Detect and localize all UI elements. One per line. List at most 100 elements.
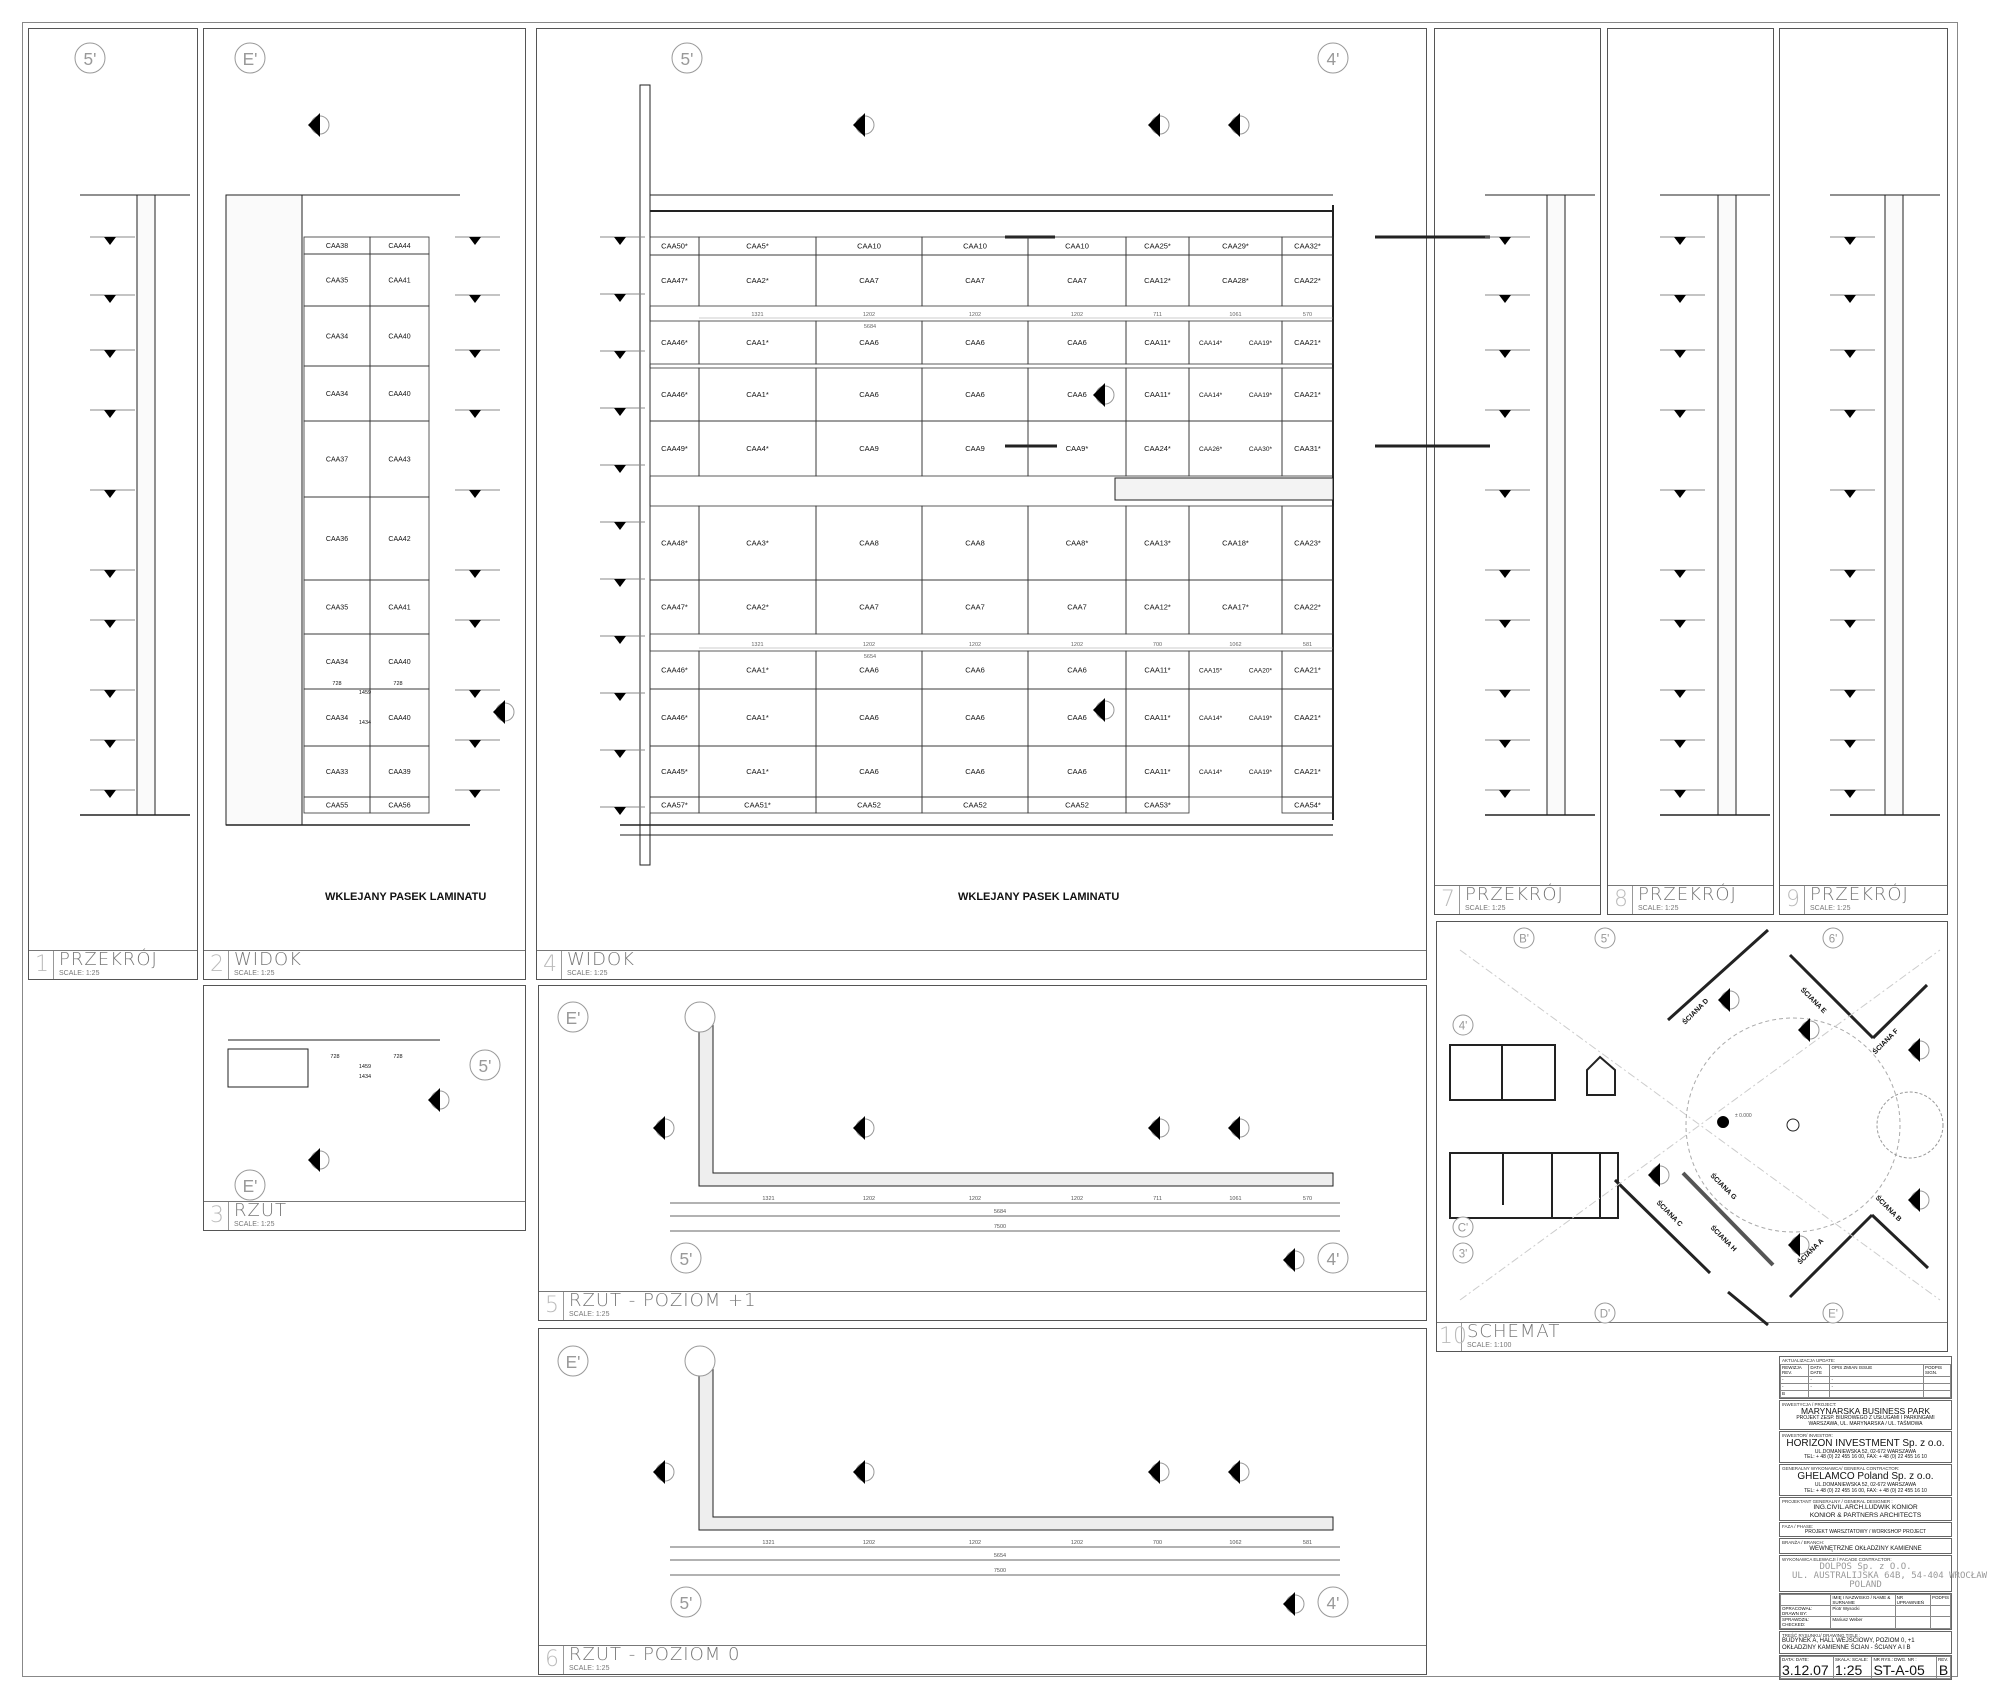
grid-axis-label: 5' [479, 1056, 492, 1076]
dimension-label: 1202 [1071, 642, 1083, 648]
drawing-number-label: NR RYS.: DWG. NR : [1873, 1656, 1917, 1662]
level-marker-icon [90, 619, 135, 628]
grid-axis-label: E' [1828, 1309, 1838, 1321]
section-marker-icon [1228, 1460, 1250, 1484]
grid-axis-label: E' [566, 1008, 581, 1028]
wall-e [1788, 953, 1875, 1040]
panel-title: PRZEKRÓJ [1465, 884, 1564, 905]
panel-code-label: CAA2* [746, 276, 769, 285]
panel-code-label: CAA21* [1294, 767, 1321, 776]
panel-code-label: CAA6 [965, 666, 985, 675]
panel-code-label: CAA6 [859, 666, 879, 675]
level-marker-icon [1485, 789, 1530, 798]
panel-code-label: CAA17* [1222, 603, 1249, 612]
shaft-outline [1586, 1055, 1616, 1096]
contractor-address: UL.DOMANIEWSKA 52, 02-672 WARSZAWA [1814, 1481, 1917, 1488]
investor-label: INWESTOR/ INVESTOR: [1782, 1432, 1833, 1438]
level-marker-icon [90, 409, 135, 418]
panel-code-label: CAA46* [661, 713, 688, 722]
panel-code-label: CAA11* [1144, 767, 1170, 776]
grid-axis-bubble [234, 1169, 266, 1201]
panel-scale: SCALE: 1:25 [569, 1311, 610, 1318]
stone-panel [1281, 579, 1334, 635]
panel-code-label: CAA8* [1066, 539, 1089, 548]
level-marker-icon [455, 689, 500, 698]
panel-code-label: CAA1* [746, 390, 769, 399]
panel-code-label: CAA47* [661, 603, 688, 612]
level-marker-icon [1485, 349, 1530, 358]
section-marker-icon [853, 113, 875, 137]
designer-name: ING.CIVIL.ARCH.LUDWIK KONIOR [1813, 1504, 1918, 1512]
level-marker-icon [1660, 619, 1705, 628]
level-marker-icon [455, 569, 500, 578]
wall-section [225, 194, 303, 826]
panel-code-label: CAA23* [1294, 539, 1321, 548]
panel-code-label: CAA22* [1294, 276, 1321, 285]
dimension-overall: 7500 [994, 1568, 1006, 1574]
panel-code-label: CAA11* [1144, 666, 1170, 675]
wall-section [136, 194, 156, 816]
wall-section-left [639, 84, 651, 866]
panel-code-label: CAA7 [965, 276, 985, 285]
level-marker-icon [1660, 489, 1705, 498]
level-marker-icon [1830, 236, 1875, 245]
grid-axis-bubble [74, 42, 106, 74]
panel-code-label: CAA7 [1067, 276, 1087, 285]
room-block [1449, 1152, 1619, 1219]
panel-code-label: CAA6 [965, 767, 985, 776]
grid-axis-label: 5' [1601, 934, 1610, 946]
panel-code-label: CAA21* [1294, 338, 1321, 347]
wall-a [1788, 1213, 1874, 1299]
section-marker-icon [308, 1148, 330, 1172]
panel-scale: SCALE: 1:25 [569, 1665, 610, 1672]
grid-axis-bubble [1513, 927, 1535, 949]
dimension-label: 1321 [762, 1196, 774, 1202]
level-marker-icon [600, 521, 645, 530]
rev-header: OPIS ZMIAN ISSUE [1829, 1364, 1924, 1377]
panel-code-label: CAA6 [1067, 713, 1087, 722]
panel-code-label: CAA43 [388, 457, 410, 464]
level-marker-icon [1830, 739, 1875, 748]
panel-code-label: CAA57* [661, 801, 688, 810]
level-marker-icon [1830, 409, 1875, 418]
dimension-label: 1321 [751, 312, 763, 318]
grid-axis-bubble [1594, 1302, 1616, 1324]
panel-code-label: CAA19* [1249, 769, 1273, 776]
level-marker-icon [1485, 236, 1530, 245]
section-marker-icon [1148, 113, 1170, 137]
dimension-label: 728 [330, 1054, 339, 1060]
level-marker-icon [455, 409, 500, 418]
panel-code-label: CAA22* [1294, 603, 1321, 612]
panel-code-label: CAA8 [965, 539, 985, 548]
level-marker-icon [90, 569, 135, 578]
view-marker-icon [1908, 1038, 1930, 1062]
level-marker-icon [455, 294, 500, 303]
dimension-label: 1202 [1071, 1540, 1083, 1546]
panel-scale: SCALE: 1:25 [59, 970, 100, 977]
grid-axis-bubble [1452, 1216, 1474, 1238]
floor-slab-section [1114, 477, 1334, 501]
grid-axis-label: 3' [1459, 1249, 1468, 1261]
panel-code-label: CAA14* [1199, 769, 1223, 776]
panel-code-label: CAA9 [965, 444, 985, 453]
scale-label: SKALA: SCALE: [1835, 1656, 1869, 1662]
level-marker-icon [1485, 409, 1530, 418]
rev-header: REWIZJA REV. [1779, 1364, 1810, 1377]
phase: PROJEKT WARSZTATOWY / WORKSHOP PROJECT [1804, 1528, 1927, 1535]
dimension-label: 1202 [969, 1196, 981, 1202]
panel-code-label: CAA13* [1144, 539, 1171, 548]
level-marker-icon [455, 619, 500, 628]
checked-by-label: SPRAWDZIŁ: CHECKED: [1779, 1616, 1832, 1629]
dimension-label: 1202 [969, 642, 981, 648]
panel-code-label: CAA46* [661, 390, 688, 399]
panel-title: PRZEKRÓJ [59, 949, 158, 970]
panel-code-label: CAA31* [1294, 444, 1321, 453]
rev-header: PODPIS SIGN. [1922, 1364, 1952, 1377]
section-marker-icon [1228, 113, 1250, 137]
phase-label: FAZA / PHASE: [1782, 1524, 1814, 1530]
panel-code-label: CAA5* [746, 242, 769, 251]
